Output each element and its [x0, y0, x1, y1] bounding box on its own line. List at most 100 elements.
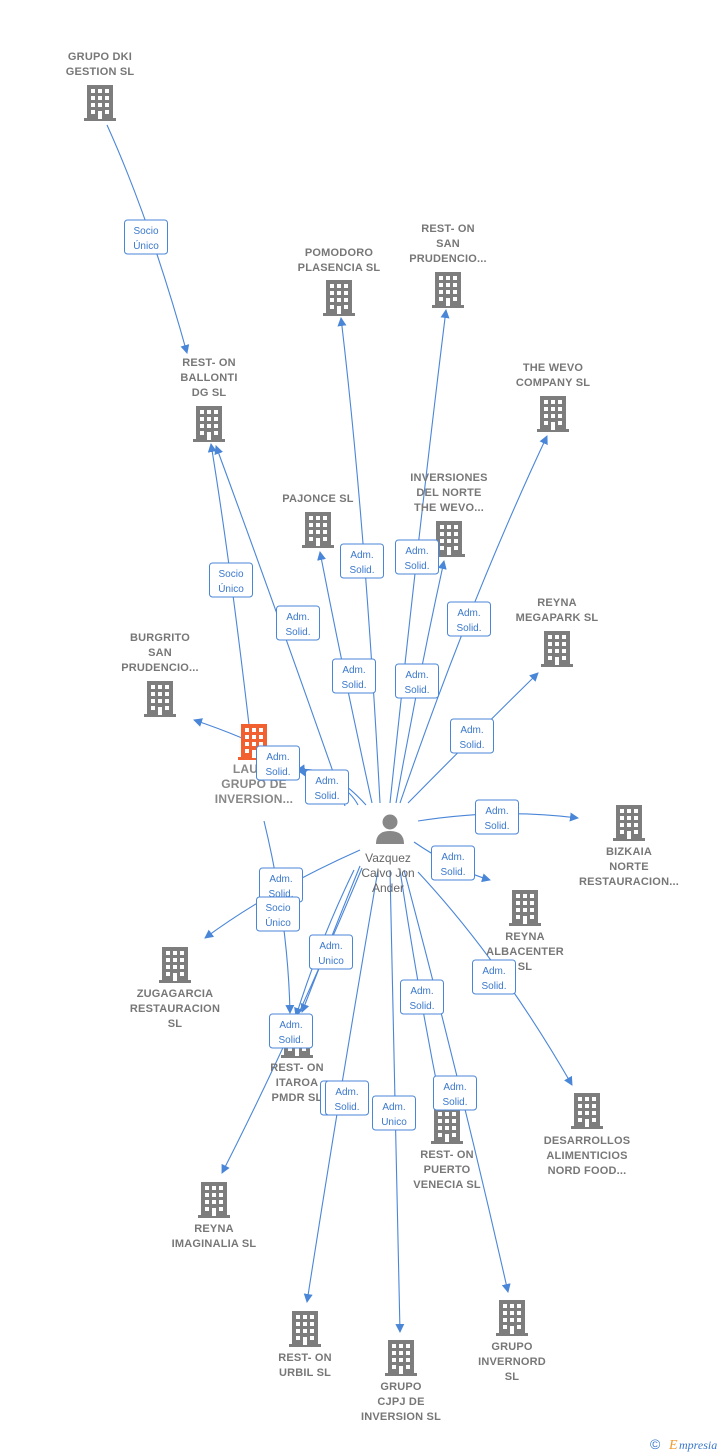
edge-label-center-to-ballonti[interactable]: Adm.Solid.: [276, 605, 320, 641]
company-name-line: ZUGAGARCIA: [137, 988, 214, 1000]
company-name-line: GRUPO: [380, 1381, 422, 1393]
edge-label-center-to-puerto[interactable]: Adm. Solid.: [400, 979, 444, 1015]
company-name-line: REYNA: [194, 1223, 234, 1235]
edge-label-center-to-itaroa[interactable]: Adm. Solid.: [269, 1013, 313, 1049]
edge-label-center-to-urbil[interactable]: Adm.Solid.: [325, 1080, 369, 1116]
edge-label-text: Solid.: [442, 1097, 467, 1108]
edge-label-text: Solid.: [265, 767, 290, 778]
company-name-line: ITAROA: [276, 1077, 319, 1089]
company-name-line: COMPANY SL: [516, 377, 590, 389]
edge-label-text: Solid.: [278, 1035, 303, 1046]
company-name-line: PRUDENCIO...: [121, 662, 199, 674]
edge-label-text: Adm.: [279, 1020, 302, 1031]
edge-label-text: Adm.: [410, 986, 433, 997]
edge-label-box: [124, 219, 168, 255]
brand-initial: E: [668, 1438, 678, 1453]
person-name-line: Vazquez: [365, 851, 411, 865]
company-name-line: IMAGINALIA SL: [172, 1238, 257, 1250]
building-icon: [541, 631, 573, 667]
company-name-line: BIZKAIA: [606, 846, 652, 858]
edge-label-box: [395, 539, 439, 575]
company-name-line: INVERSIONES: [410, 472, 487, 484]
company-name-line: SAN: [148, 647, 172, 659]
edge-label-center-to-invnorte[interactable]: Adm.Solid.: [395, 663, 439, 699]
edge-label-text: Solid.: [314, 791, 339, 802]
edge-label-center-to-wevo[interactable]: Adm.Solid.: [447, 601, 491, 637]
company-name-line: CJPJ DE: [377, 1396, 424, 1408]
edge-label-box: [309, 934, 353, 970]
edge-label-text: Adm.: [485, 806, 508, 817]
edge-label-center-to-pomodoro[interactable]: Adm.Solid.: [340, 543, 384, 579]
company-name-line: SL: [168, 1018, 183, 1030]
company-name-line: SL: [505, 1371, 520, 1383]
edge-label-center-to-bizkaia[interactable]: Adm.Solid.: [475, 799, 519, 835]
edge-label-center-to-pajonce[interactable]: Adm.Solid.: [332, 658, 376, 694]
edge-label-box: [305, 769, 349, 805]
edge-label-text: Unico: [318, 956, 344, 967]
edge-label-text: Único: [133, 239, 159, 252]
edge-center-to-restsanpru: [389, 309, 450, 804]
company-node-pajonce[interactable]: PAJONCE SL: [282, 493, 354, 548]
company-name-line: RESTAURACION: [130, 1003, 220, 1015]
company-node-zugagarcia[interactable]: ZUGAGARCIA RESTAURACION SL: [130, 947, 220, 1030]
building-icon: [144, 681, 176, 717]
edge-label-box: [447, 601, 491, 637]
edge-label-center-to-invernord[interactable]: Adm.Solid.: [433, 1075, 477, 1111]
company-name-line: PRUDENCIO...: [409, 253, 487, 265]
edge-label-center-to-megapark[interactable]: Adm.Solid.: [450, 718, 494, 754]
company-name-line: NORTE: [609, 861, 649, 873]
edge-label-center-to-laube[interactable]: Adm.Solid.: [256, 745, 300, 781]
edge-label-center-to-restsanpru[interactable]: Adm.Solid.: [395, 539, 439, 575]
building-icon: [509, 890, 541, 926]
company-node-bizkaia[interactable]: BIZKAIA NORTE RESTAURACION...: [579, 805, 679, 888]
edge-label-center-to-desarrollos[interactable]: Adm.Solid.: [472, 959, 516, 995]
company-name-line: PUERTO: [424, 1164, 471, 1176]
edge-label-box: [332, 658, 376, 694]
company-node-burgrito[interactable]: BURGRITO SAN PRUDENCIO...: [121, 632, 199, 717]
person-name-line: Ander: [372, 881, 404, 895]
company-node-dki[interactable]: GRUPO DKI GESTION SL: [66, 51, 135, 121]
edge-label-center-to-itaroa[interactable]: Adm. Unico: [309, 934, 353, 970]
edge-label-text: Adm.: [382, 1102, 405, 1113]
company-name-line: NORD FOOD...: [548, 1165, 627, 1177]
edge-label-text: Adm.: [319, 941, 342, 952]
copyright-symbol: ©: [650, 1436, 661, 1452]
company-name-line: GESTION SL: [66, 66, 135, 78]
edge-label-box: [475, 799, 519, 835]
company-node-restsanpru[interactable]: REST- ONSANPRUDENCIO...: [409, 223, 487, 308]
company-name-line: PAJONCE SL: [282, 493, 354, 505]
edge-label-text: Solid.: [404, 561, 429, 572]
edge-label-box: [431, 845, 475, 881]
building-icon: [537, 396, 569, 432]
edge-label-center-to-laube[interactable]: Adm. Solid.: [305, 769, 349, 805]
edge-label-center-to-albacenter[interactable]: Adm.Solid.: [431, 845, 475, 881]
edge-label-text: Adm.: [315, 776, 338, 787]
company-name-line: INVERNORD: [478, 1356, 546, 1368]
company-name-line: GRUPO DKI: [68, 51, 132, 63]
edge-laube-to-burgrito: [193, 718, 243, 739]
company-name-line: RESTAURACION...: [579, 876, 679, 888]
edge-label-center-to-cjpj[interactable]: Adm.Unico: [372, 1095, 416, 1131]
company-name-line: REST- ON: [420, 1149, 474, 1161]
company-name-line: BURGRITO: [130, 632, 190, 644]
company-name-line: REST- ON: [278, 1352, 332, 1364]
company-node-imaginalia[interactable]: REYNA IMAGINALIA SL: [172, 1182, 257, 1250]
edge-label-text: Solid.: [409, 1001, 434, 1012]
